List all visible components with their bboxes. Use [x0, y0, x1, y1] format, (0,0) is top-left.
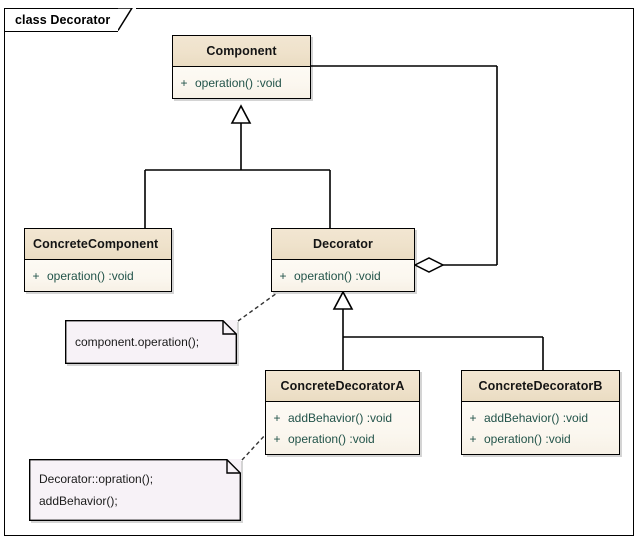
member-visibility: + [469, 410, 477, 425]
class-title-decorator: Decorator [272, 229, 414, 260]
class-box-component[interactable]: Component + operation() :void [172, 35, 311, 99]
class-members-concrete-decorator-a: + addBehavior() :void + operation() :voi… [266, 402, 419, 454]
member-visibility: + [273, 431, 281, 446]
class-members-decorator: + operation() :void [272, 260, 414, 291]
member-visibility: + [279, 268, 287, 283]
member-visibility: + [180, 75, 188, 90]
class-title-concrete-component: ConcreteComponent [25, 229, 171, 260]
note-decorator-operation[interactable]: component.operation(); [65, 320, 237, 364]
member-signature: operation() :void [294, 268, 381, 283]
member-signature: addBehavior() :void [484, 410, 589, 425]
class-member[interactable]: + operation() :void [272, 265, 414, 286]
diagram-frame-tab: class Decorator [4, 8, 137, 32]
class-member[interactable]: + addBehavior() :void [266, 407, 419, 428]
class-members-concrete-decorator-b: + addBehavior() :void + operation() :voi… [462, 402, 619, 454]
class-title-concrete-decorator-b: ConcreteDecoratorB [462, 371, 619, 402]
class-members-concrete-component: + operation() :void [25, 260, 171, 291]
class-member[interactable]: + operation() :void [173, 72, 310, 93]
member-visibility: + [32, 268, 40, 283]
member-signature: operation() :void [484, 431, 571, 446]
member-signature: operation() :void [195, 75, 282, 90]
note-shape [29, 459, 241, 521]
class-member[interactable]: + operation() :void [266, 428, 419, 449]
note-body: component.operation(); [65, 320, 237, 353]
class-title-concrete-decorator-a: ConcreteDecoratorA [266, 371, 419, 402]
note-body: Decorator::opration(); addBehavior(); [29, 459, 241, 512]
note-shape [65, 320, 237, 364]
note-concrete-decorator-a[interactable]: Decorator::opration(); addBehavior(); [29, 459, 241, 521]
member-signature: operation() :void [288, 431, 375, 446]
class-box-concrete-component[interactable]: ConcreteComponent + operation() :void [24, 228, 172, 292]
class-box-concrete-decorator-a[interactable]: ConcreteDecoratorA + addBehavior() :void… [265, 370, 420, 455]
note-line: Decorator::opration(); [39, 472, 154, 486]
member-signature: addBehavior() :void [288, 410, 393, 425]
member-visibility: + [273, 410, 281, 425]
note-line: component.operation(); [75, 335, 200, 349]
diagram-title: class Decorator [15, 13, 111, 27]
member-signature: operation() :void [47, 268, 134, 283]
class-box-decorator[interactable]: Decorator + operation() :void [271, 228, 415, 292]
class-members-component: + operation() :void [173, 67, 310, 98]
class-member[interactable]: + operation() :void [25, 265, 171, 286]
frame-tab-corner-icon [118, 8, 136, 32]
class-title-component: Component [173, 36, 310, 67]
class-box-concrete-decorator-b[interactable]: ConcreteDecoratorB + addBehavior() :void… [461, 370, 620, 455]
member-visibility: + [469, 431, 477, 446]
class-member[interactable]: + operation() :void [462, 428, 619, 449]
note-line: addBehavior(); [39, 494, 118, 508]
class-member[interactable]: + addBehavior() :void [462, 407, 619, 428]
